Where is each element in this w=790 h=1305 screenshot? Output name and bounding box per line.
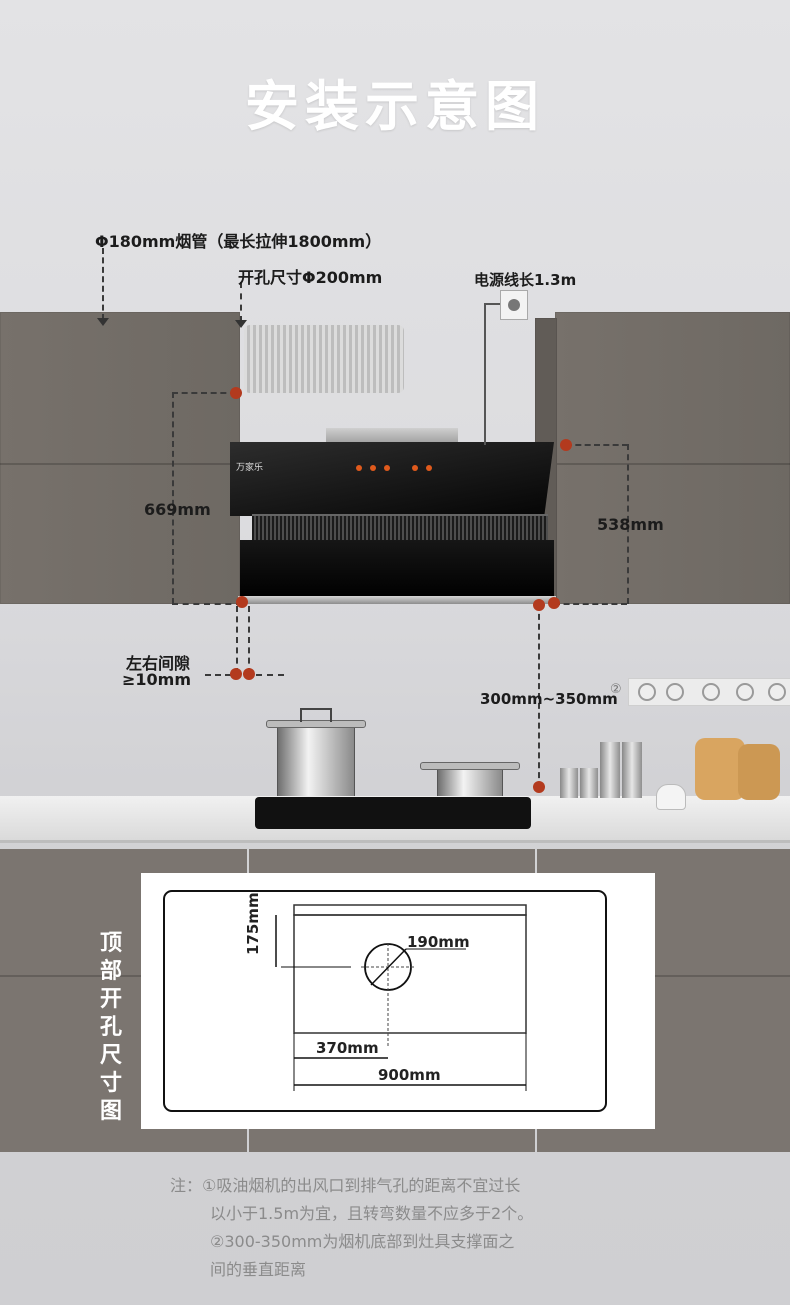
power-cable [484, 303, 486, 445]
dim-370-label: 370mm [316, 1039, 379, 1057]
dim-190-label: 190mm [407, 933, 470, 951]
measure-point-marker [560, 439, 572, 451]
power-outlet-icon [500, 290, 528, 320]
clearance-mark: ② [610, 682, 622, 697]
gap-line-right [248, 606, 250, 674]
measure-point-marker [236, 596, 248, 608]
top-hole-svg [163, 890, 607, 1112]
gap-label-line2: ≥10mm [122, 670, 192, 689]
spice-jar-icon [600, 742, 620, 798]
spice-jar-icon [560, 768, 578, 798]
hood-control-led [426, 465, 432, 471]
measure-point-marker [230, 668, 242, 680]
height-right-line [627, 444, 629, 604]
clearance-line [538, 604, 540, 788]
page-title: 安装示意图 [245, 75, 545, 138]
exhaust-duct [244, 325, 404, 393]
hood-brand-logo: 万家乐 [236, 463, 264, 473]
note-line: 注：①吸油烟机的出风口到排气孔的距离不宜过长 [170, 1176, 521, 1195]
gap-arrow-right [256, 674, 284, 676]
power-cable [484, 303, 500, 305]
top-hole-drawing: 175mm 190mm 370mm 900mm [141, 873, 655, 1129]
note-line: 以小于1.5m为宜，且转弯数量不应多于2个。 [210, 1204, 534, 1223]
hood-control-led [356, 465, 362, 471]
height-left-bottom-line [172, 603, 242, 605]
rail-hook-icon [702, 683, 720, 701]
stock-pot-icon [277, 725, 355, 803]
dim-900-label: 900mm [378, 1066, 441, 1084]
rail-hook-icon [736, 683, 754, 701]
kettle-icon [656, 784, 686, 810]
note-line: 间的垂直距离 [210, 1260, 307, 1279]
power-cable-label: 电源线长1.3m [474, 271, 577, 289]
gas-stove [255, 797, 531, 829]
saucepan-rim [420, 762, 520, 770]
measure-point-marker [533, 599, 545, 611]
spice-jar-icon [622, 742, 642, 798]
note-line: ②300-350mm为烟机底部到灶具支撑面之 [210, 1232, 515, 1251]
cabinet-seam [555, 463, 790, 465]
clearance-label: 300mm~350mm [480, 690, 618, 708]
dim-175-label: 175mm [244, 892, 262, 955]
gap-line-left [236, 606, 238, 674]
hood-control-led [384, 465, 390, 471]
pipe-leader-line [102, 248, 104, 320]
left-upper-cabinet [0, 312, 240, 604]
height-left-line [172, 392, 174, 604]
hood-top-cover [326, 428, 458, 444]
hole-leader-line [240, 282, 242, 322]
hole-size-label: 开孔尺寸Φ200mm [238, 268, 383, 287]
height-left-top-line [172, 392, 236, 394]
top-hole-side-title: 顶 部 开 孔 尺 寸 图 [99, 931, 122, 1124]
rail-hook-icon [666, 683, 684, 701]
install-note: 注：①吸油烟机的出风口到排气孔的距离不宜过长 以小于1.5m为宜，且转弯数量不应… [170, 1172, 780, 1284]
pipe-size-label: Φ180mm烟管（最长拉伸1800mm） [95, 232, 382, 251]
right-upper-cabinet [555, 312, 790, 604]
gap-arrow-left [205, 674, 231, 676]
measure-point-marker [230, 387, 242, 399]
leader-arrow-icon [97, 318, 109, 326]
gap-label-line1: 左右间隙 [126, 654, 191, 673]
cabinet-seam [0, 463, 240, 465]
hood-intake-grille [252, 514, 548, 542]
height-left-label: 669mm [144, 500, 211, 519]
hood-control-led [412, 465, 418, 471]
spice-jar-icon [580, 768, 598, 798]
measure-point-marker [548, 597, 560, 609]
height-right-bottom-line [554, 603, 627, 605]
rail-hook-icon [638, 683, 656, 701]
cutting-board-icon [695, 738, 745, 800]
height-right-top-line [566, 444, 628, 446]
hood-lower-body [240, 540, 554, 598]
stock-pot-rim [266, 720, 366, 728]
measure-point-marker [243, 668, 255, 680]
stock-pot-handle [300, 708, 332, 722]
measure-point-marker [533, 781, 545, 793]
hood-bottom-rim [238, 596, 556, 604]
rail-hook-icon [768, 683, 786, 701]
leader-arrow-icon [235, 320, 247, 328]
hood-control-led [370, 465, 376, 471]
height-right-label: 538mm [597, 515, 664, 534]
cutting-board-icon [738, 744, 780, 800]
hood-glass-panel [230, 442, 554, 516]
